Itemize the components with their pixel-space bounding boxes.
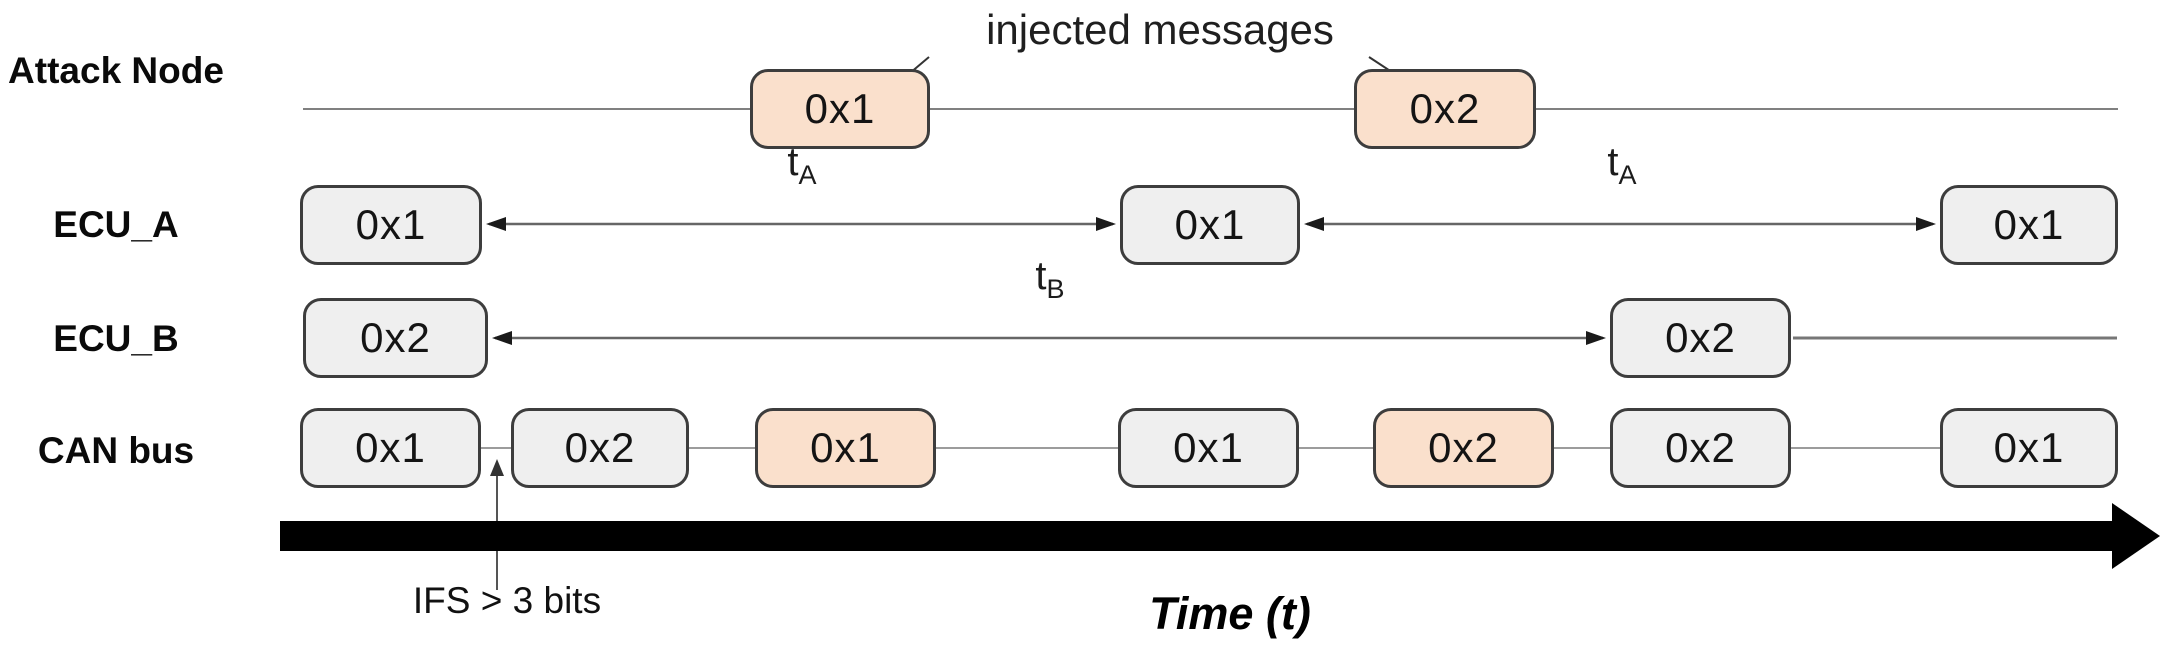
- interval-symbol: t: [1035, 254, 1047, 298]
- row-label-ecu-a: ECU_A: [53, 204, 179, 245]
- attack-message-box: 0x2: [1354, 69, 1536, 149]
- ifs-label: IFS > 3 bits: [412, 580, 602, 621]
- arrowhead-right-icon: [1586, 331, 1606, 345]
- interval-label-ta-1: tA: [722, 140, 882, 189]
- arrowhead-right-icon: [1096, 217, 1116, 231]
- arrowhead-left-icon: [492, 331, 512, 345]
- interval-subscript: A: [1618, 160, 1637, 190]
- can-bus-message-box: 0x1: [1118, 408, 1299, 488]
- ecu-a-message-box: 0x1: [1120, 185, 1300, 265]
- time-axis-label: Time (t): [1149, 588, 1311, 639]
- interval-label-ta-2: tA: [1542, 140, 1702, 189]
- time-axis-bar: [280, 521, 2118, 551]
- interval-subscript: A: [798, 160, 817, 190]
- ecu-b-message-box: 0x2: [303, 298, 488, 378]
- arrowhead-left-icon: [486, 217, 506, 231]
- can-bus-message-box: 0x2: [1610, 408, 1791, 488]
- ecu-a-message-box: 0x1: [1940, 185, 2118, 265]
- ecu-b-message-box: 0x2: [1610, 298, 1791, 378]
- arrowhead-right-icon: [1916, 217, 1936, 231]
- attack-message-box: 0x1: [750, 69, 930, 149]
- arrowhead-left-icon: [1304, 217, 1324, 231]
- can-bus-message-box: 0x1: [755, 408, 936, 488]
- interval-symbol: t: [1607, 140, 1619, 184]
- row-label-ecu-b: ECU_B: [53, 318, 179, 359]
- can-bus-message-box: 0x2: [1373, 408, 1554, 488]
- can-bus-message-box: 0x2: [511, 408, 689, 488]
- time-axis-arrowhead-icon: [2112, 503, 2160, 569]
- ifs-arrowhead-icon: [490, 459, 504, 476]
- interval-subscript: B: [1046, 274, 1065, 304]
- row-label-can-bus: CAN bus: [37, 430, 195, 471]
- injected-messages-label: injected messages: [986, 6, 1334, 53]
- row-label-attack-node: Attack Node: [8, 50, 224, 91]
- can-bus-message-box: 0x1: [1940, 408, 2118, 488]
- can-bus-message-box: 0x1: [300, 408, 481, 488]
- interval-symbol: t: [787, 140, 799, 184]
- ecu-a-message-box: 0x1: [300, 185, 482, 265]
- interval-label-tb: tB: [970, 254, 1130, 303]
